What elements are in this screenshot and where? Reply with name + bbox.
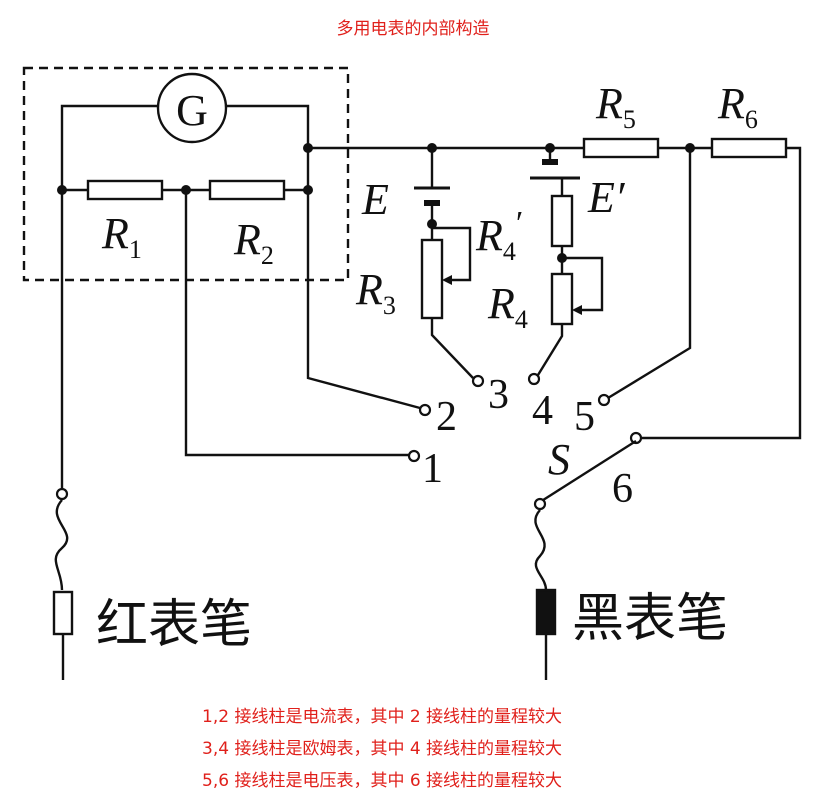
note-voltage: 5,6 接线柱是电压表，其中 6 接线柱的量程较大 [202, 771, 562, 791]
switch-pivot [533, 497, 547, 511]
terminal-label-5: 5 [574, 394, 595, 440]
terminal-label-6: 6 [612, 466, 633, 512]
r2-label: R2 [233, 215, 274, 270]
r1-label: R1 [101, 209, 142, 264]
black-probe-lead [534, 509, 548, 591]
resistor-r3 [420, 238, 444, 320]
r5-label: R5 [595, 79, 636, 134]
resistor-r4-prime [550, 194, 574, 248]
switch-blade[interactable] [539, 439, 637, 504]
resistor-r5 [582, 137, 660, 159]
resistor-r2 [208, 179, 286, 201]
ohmmeter-branch-e-prime: E′ R4 [487, 148, 626, 376]
terminal-3[interactable] [471, 374, 485, 388]
galvanometer-symbol [156, 72, 228, 144]
r4-prime-label: R4′ [475, 205, 523, 266]
red-probe-socket[interactable] [55, 487, 69, 501]
terminal-5[interactable] [597, 393, 611, 407]
r3-label: R3 [355, 265, 396, 320]
notes: 1,2 接线柱是电流表，其中 2 接线柱的量程较大 3,4 接线柱是欧姆表，其中… [202, 707, 562, 791]
terminal-label-4: 4 [532, 388, 553, 434]
resistor-r4 [550, 272, 574, 326]
red-probe-body[interactable] [52, 590, 74, 636]
top-bus: R5 R6 [308, 79, 802, 440]
diagram-title: 多用电表的内部构造 [337, 19, 490, 39]
terminals: 1 2 3 4 5 6 [407, 372, 643, 512]
terminal-1[interactable] [407, 449, 421, 463]
terminal-6[interactable] [629, 431, 643, 445]
battery-ep-label: E′ [587, 173, 626, 222]
selector-switch: S [533, 435, 637, 511]
terminal-wires [60, 148, 692, 488]
note-current: 1,2 接线柱是电流表，其中 2 接线柱的量程较大 [202, 707, 562, 727]
resistor-r1 [86, 179, 164, 201]
r4-label: R4 [487, 279, 528, 334]
black-probe-label: 黑表笔 [572, 589, 728, 649]
terminal-4[interactable] [527, 372, 541, 386]
terminal-label-3: 3 [488, 372, 509, 418]
terminal-label-2: 2 [436, 394, 457, 440]
red-probe: 红表笔 [52, 487, 252, 680]
galvanometer-label: G [176, 86, 208, 135]
red-probe-lead [54, 499, 69, 591]
red-probe-label: 红表笔 [96, 595, 252, 655]
terminal-2[interactable] [418, 403, 432, 417]
switch-label: S [548, 435, 570, 484]
terminal-label-1: 1 [422, 446, 443, 492]
galvanometer-branch: G [60, 72, 310, 190]
black-probe: 黑表笔 [534, 509, 728, 680]
note-ohm: 3,4 接线柱是欧姆表，其中 4 接线柱的量程较大 [202, 739, 562, 759]
r6-label: R6 [717, 79, 758, 134]
battery-e-label: E [361, 175, 389, 224]
resistor-r6 [710, 137, 788, 159]
ohmmeter-branch-e: E R3 R4′ [355, 148, 523, 379]
black-probe-body[interactable] [535, 588, 557, 636]
